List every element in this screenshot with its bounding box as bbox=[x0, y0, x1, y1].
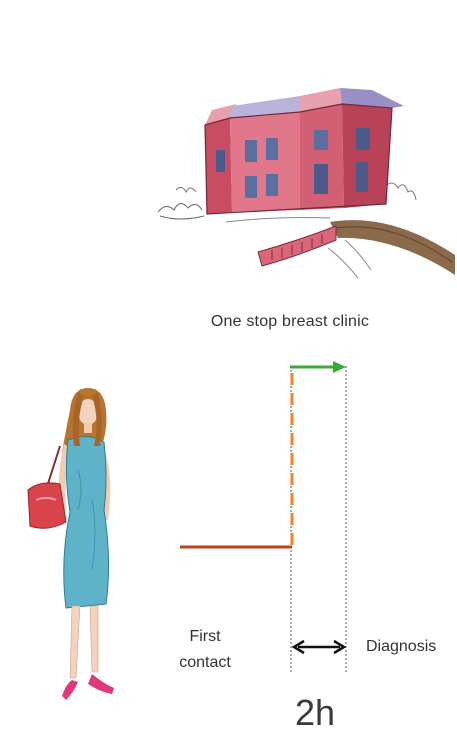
duration-label: 2h bbox=[280, 692, 350, 734]
clinic-building-icon bbox=[158, 88, 455, 278]
diagnosis-arrow bbox=[290, 361, 346, 373]
first-contact-label: First contact bbox=[160, 624, 250, 676]
duration-double-arrow bbox=[294, 641, 344, 653]
clinic-label: One stop breast clinic bbox=[150, 313, 430, 331]
woman-patient-icon bbox=[28, 388, 114, 700]
diagnosis-label: Diagnosis bbox=[366, 638, 436, 656]
